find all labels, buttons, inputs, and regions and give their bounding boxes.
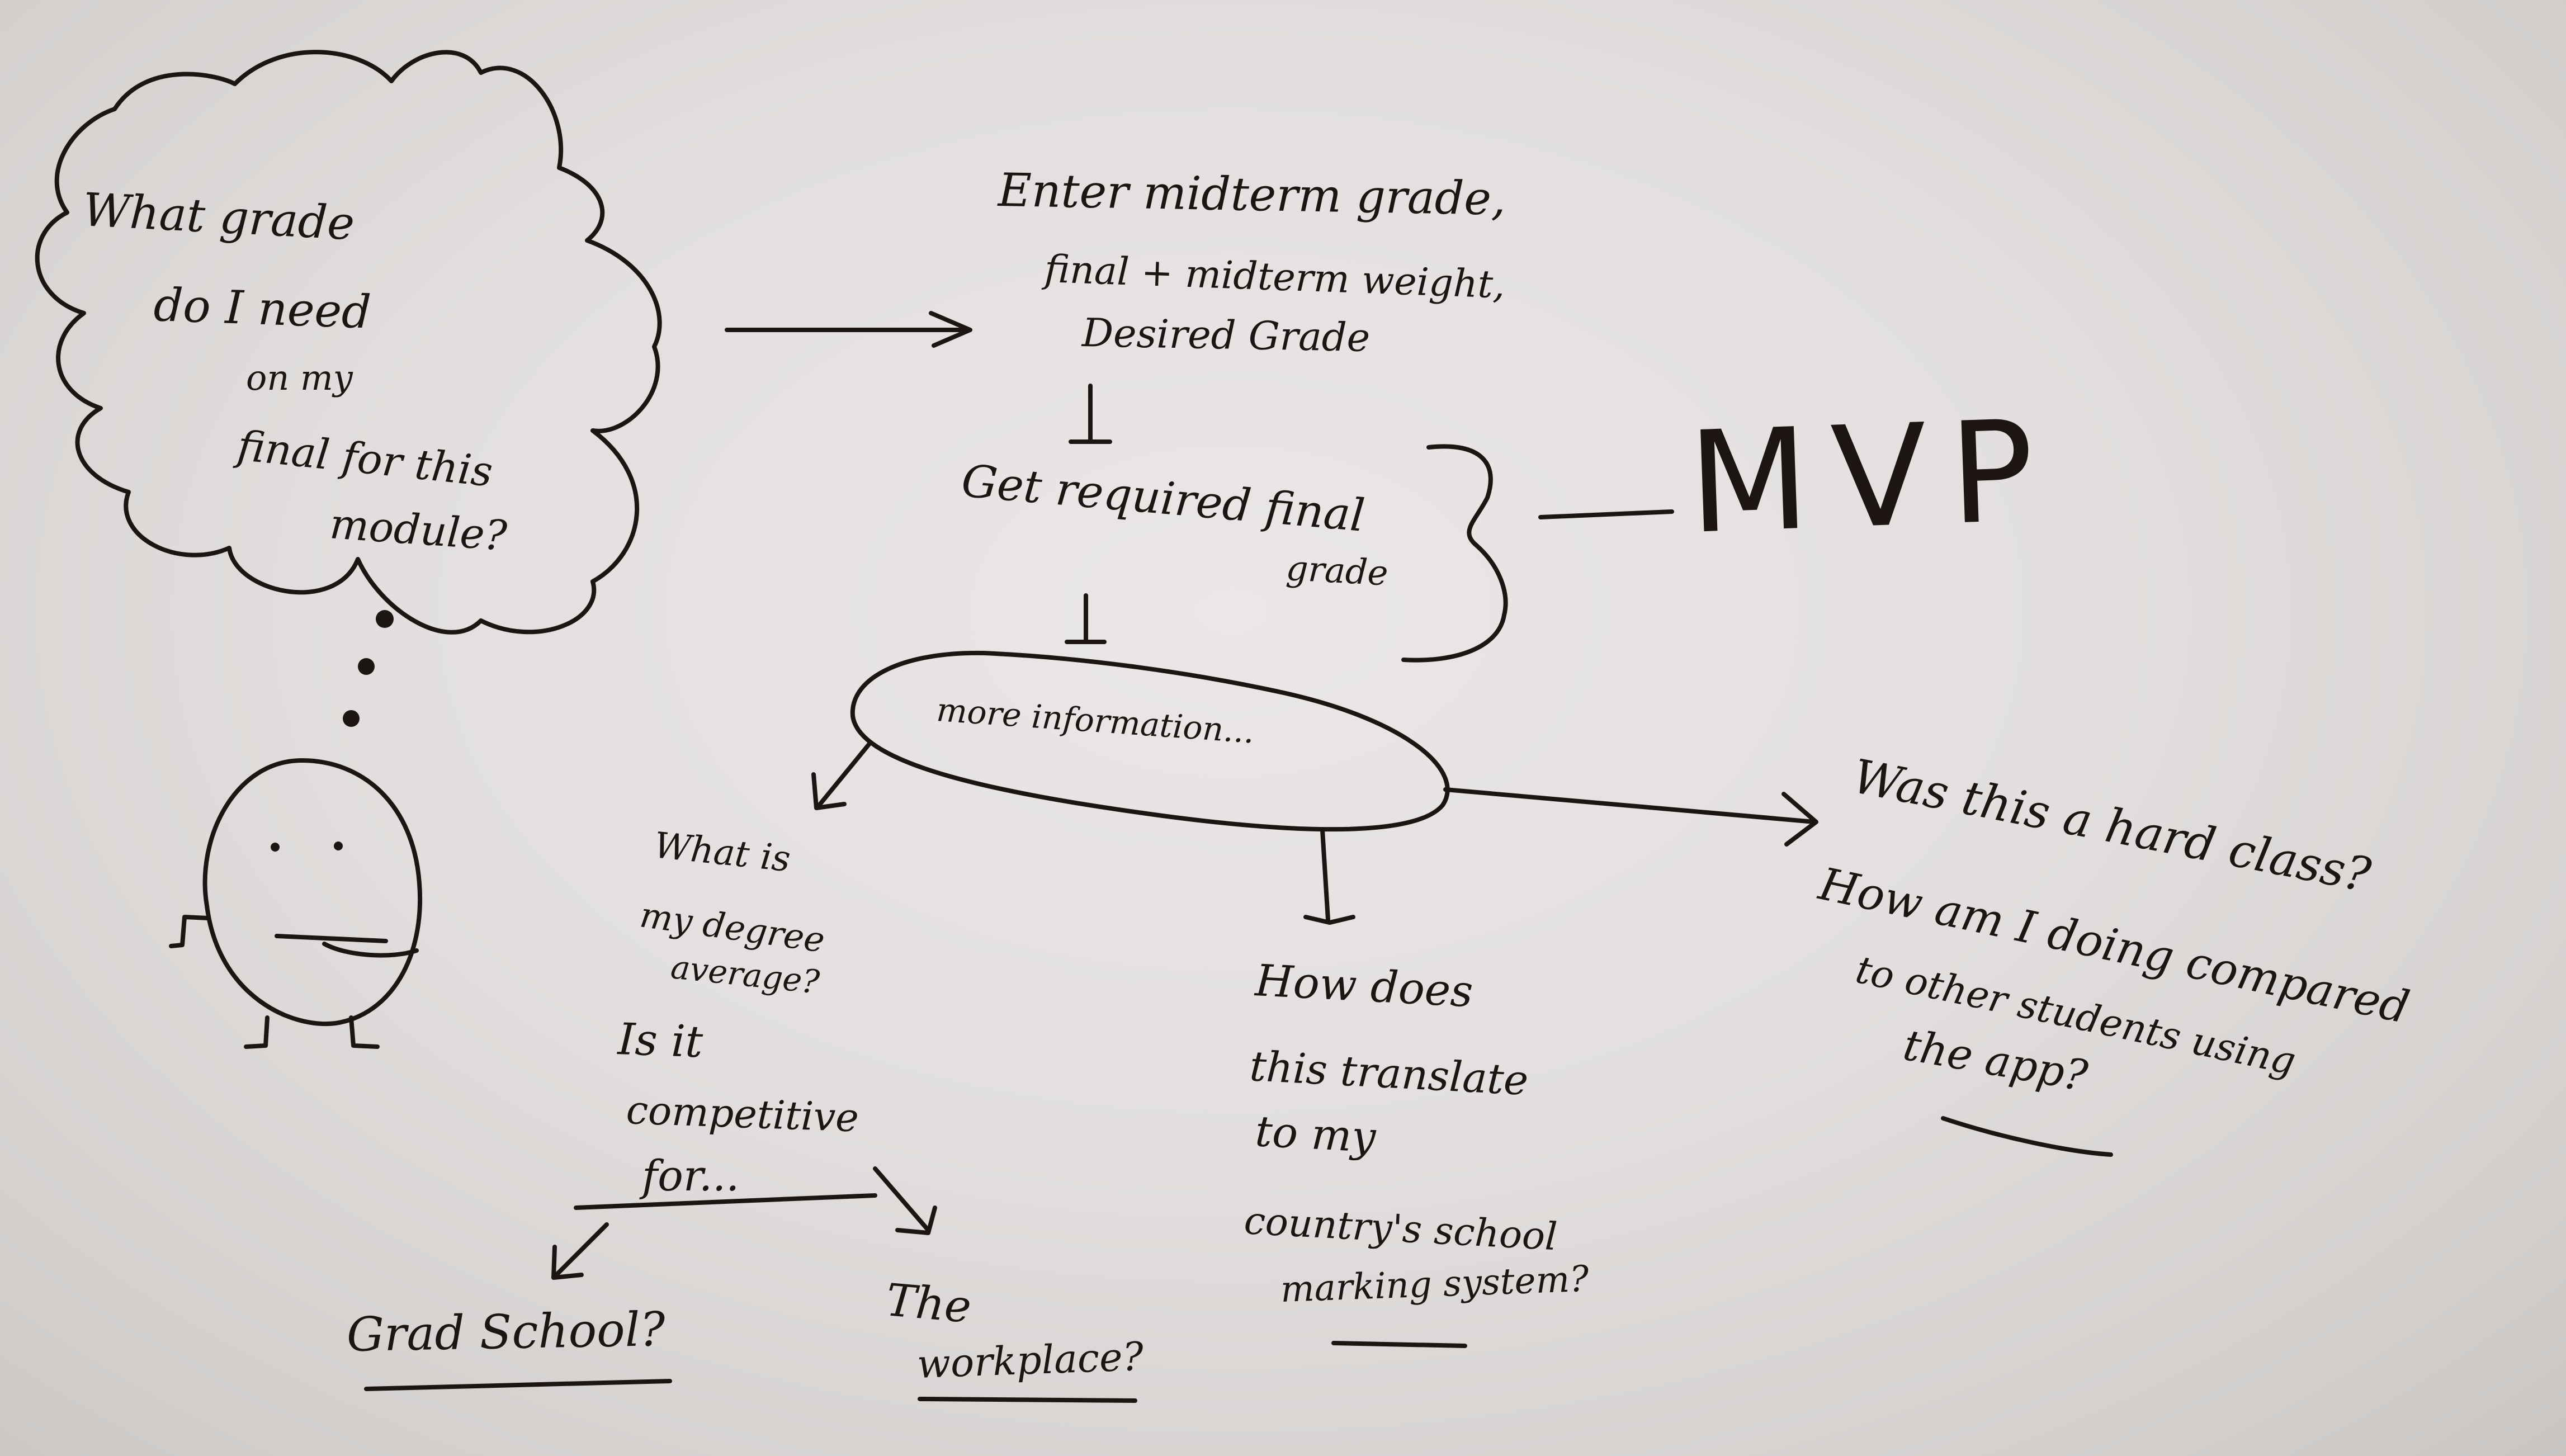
character-leg-left — [244, 1015, 270, 1049]
grad-school-label: Grad School? — [346, 1302, 666, 1362]
character-eye-left — [271, 843, 280, 852]
thought-dot-3 — [343, 710, 360, 727]
grad-school-underline — [364, 1379, 672, 1391]
thought-bubble-outline — [35, 50, 662, 635]
workplace-line-1: The — [883, 1274, 974, 1334]
translate-line-3: to my — [1254, 1106, 1377, 1162]
more-info-ellipse — [850, 650, 1450, 832]
character-body — [202, 758, 423, 1026]
inputs-line-3: Desired Grade — [1081, 310, 1371, 361]
bubble-line-1: What grade — [81, 183, 356, 251]
arrow-to-workplace — [873, 1166, 937, 1235]
bubble-line-3: on my — [246, 357, 353, 398]
bubble-line-2: do I need — [153, 278, 372, 339]
output-line-2: grade — [1285, 547, 1390, 594]
thought-dot-1 — [376, 610, 394, 628]
arrow-to-grad-school — [551, 1222, 609, 1280]
degree-line-6: for... — [642, 1151, 740, 1200]
translate-underline — [1331, 1341, 1467, 1348]
workplace-underline — [918, 1397, 1137, 1403]
degree-line-5: competitive — [625, 1087, 860, 1141]
character-arm-fist — [322, 942, 419, 958]
character-leg-right — [349, 1015, 380, 1049]
mvp-label: MVP — [1685, 389, 2059, 565]
translate-line-5: marking system? — [1279, 1258, 1590, 1311]
bubble-line-5: module? — [328, 500, 509, 561]
thought-dot-2 — [358, 658, 375, 675]
mvp-connector-line — [1538, 509, 1674, 519]
arrow-to-inputs — [725, 311, 972, 348]
arrow-to-degree — [811, 741, 872, 810]
degree-line-4: Is it — [617, 1014, 704, 1068]
translate-line-1: How does — [1254, 956, 1475, 1018]
arrow-to-translate — [1303, 828, 1355, 925]
arrow-to-hard-class — [1443, 787, 1818, 847]
character-arm-left — [169, 915, 210, 948]
character-arm-right — [275, 934, 388, 943]
arrow-to-output — [1069, 384, 1112, 444]
for-underline — [574, 1193, 877, 1210]
inputs-line-1: Enter midterm grade, — [998, 164, 1506, 226]
workplace-line-2: workplace? — [916, 1333, 1145, 1387]
character-eye-right — [334, 842, 343, 850]
hard-class-underline — [1941, 1116, 2113, 1157]
arrow-to-more-info — [1065, 593, 1107, 644]
mvp-brace — [1401, 444, 1508, 663]
